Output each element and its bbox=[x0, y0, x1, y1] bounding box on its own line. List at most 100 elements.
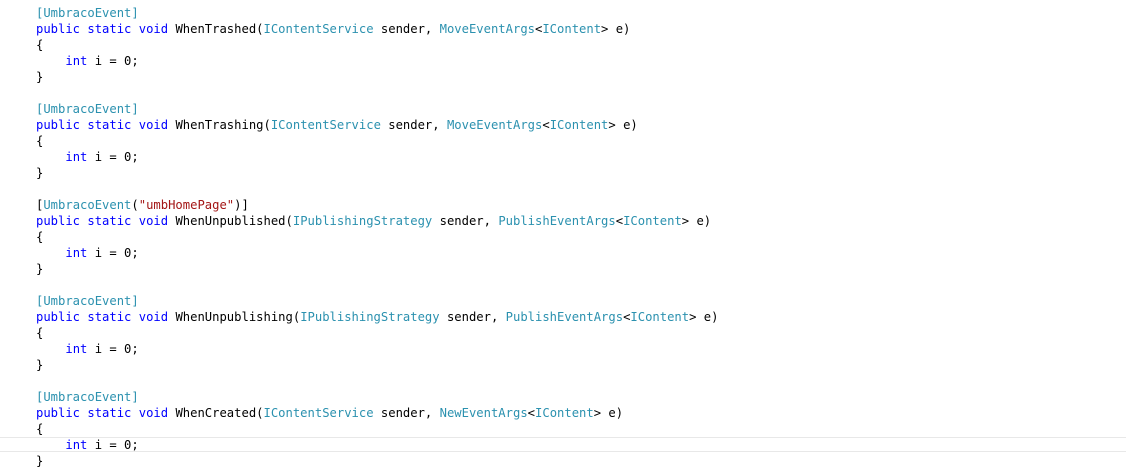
code-token: void bbox=[138, 310, 169, 324]
code-token: WhenCreated( bbox=[168, 406, 264, 420]
code-token: IContentService bbox=[270, 118, 381, 132]
code-token: } bbox=[36, 166, 44, 180]
code-token: [UmbracoEvent] bbox=[36, 390, 139, 404]
code-token: WhenUnpublished( bbox=[168, 214, 293, 228]
code-line[interactable]: public static void WhenCreated(IContentS… bbox=[36, 405, 623, 421]
code-token: int bbox=[65, 342, 88, 356]
code-token: { bbox=[36, 38, 44, 52]
code-token: < bbox=[542, 118, 550, 132]
code-token: > e) bbox=[608, 118, 638, 132]
code-token: i = 0; bbox=[87, 438, 139, 452]
code-token: int bbox=[65, 438, 88, 452]
code-line[interactable]: int i = 0; bbox=[36, 341, 139, 357]
code-token bbox=[131, 406, 138, 420]
current-line-highlight bbox=[0, 437, 1126, 452]
code-token: UmbracoEvent bbox=[43, 198, 132, 212]
code-token: [UmbracoEvent] bbox=[36, 294, 139, 308]
code-token: WhenTrashing( bbox=[168, 118, 271, 132]
code-token: int bbox=[65, 150, 88, 164]
code-token: > e) bbox=[601, 22, 631, 36]
code-token: [ bbox=[36, 198, 44, 212]
code-token: } bbox=[36, 358, 44, 372]
code-token bbox=[36, 150, 65, 164]
code-token bbox=[131, 118, 138, 132]
code-token: static bbox=[87, 310, 132, 324]
code-token: [UmbracoEvent] bbox=[36, 6, 139, 20]
code-token: int bbox=[65, 246, 88, 260]
code-token: WhenUnpublishing( bbox=[168, 310, 301, 324]
code-token: IContent bbox=[623, 214, 682, 228]
code-token: IPublishingStrategy bbox=[300, 310, 440, 324]
code-token: IContent bbox=[535, 406, 594, 420]
code-token: "umbHomePage" bbox=[138, 198, 235, 212]
code-token: PublishEventArgs bbox=[505, 310, 624, 324]
code-token: void bbox=[138, 118, 169, 132]
code-token: < bbox=[535, 22, 543, 36]
code-token bbox=[36, 246, 65, 260]
code-line[interactable]: [UmbracoEvent("umbHomePage")] bbox=[36, 197, 249, 213]
code-line[interactable]: } bbox=[36, 453, 43, 469]
code-line[interactable]: } bbox=[36, 261, 43, 277]
code-token: public bbox=[36, 118, 81, 132]
code-token bbox=[131, 22, 138, 36]
code-token: } bbox=[36, 70, 44, 84]
code-line[interactable]: int i = 0; bbox=[36, 149, 138, 165]
code-token: sender, bbox=[373, 22, 440, 36]
code-token: < bbox=[615, 214, 624, 228]
code-token: void bbox=[138, 406, 169, 420]
code-token: { bbox=[36, 134, 44, 148]
code-token: static bbox=[87, 214, 132, 228]
code-token: void bbox=[138, 214, 169, 228]
code-token: } bbox=[36, 262, 44, 276]
code-line[interactable]: public static void WhenTrashing(IContent… bbox=[36, 117, 638, 133]
code-token: WhenTrashed( bbox=[168, 22, 264, 36]
code-token: sender, bbox=[432, 214, 499, 228]
code-token: IPublishingStrategy bbox=[292, 214, 433, 228]
code-token: sender, bbox=[380, 118, 447, 132]
code-token: i = 0; bbox=[87, 246, 139, 260]
code-token: MoveEventArgs bbox=[446, 118, 543, 132]
code-line[interactable]: public static void WhenUnpublished(IPubl… bbox=[36, 213, 711, 229]
code-token: IContent bbox=[542, 22, 602, 36]
code-line[interactable]: int i = 0; bbox=[36, 437, 139, 453]
code-line[interactable]: { bbox=[36, 133, 43, 149]
code-token: < bbox=[623, 310, 631, 324]
code-token: public bbox=[36, 406, 81, 420]
code-token: sender, bbox=[373, 406, 440, 420]
code-token: i = 0; bbox=[87, 342, 139, 356]
code-token: } bbox=[36, 454, 44, 468]
code-token: void bbox=[138, 22, 169, 36]
code-token: static bbox=[87, 118, 132, 132]
code-line[interactable]: [UmbracoEvent] bbox=[36, 389, 139, 405]
code-token: int bbox=[65, 54, 88, 68]
code-line[interactable]: { bbox=[36, 421, 43, 437]
code-token: public bbox=[36, 214, 81, 228]
code-line[interactable]: public static void WhenTrashed(IContentS… bbox=[36, 21, 630, 37]
code-token bbox=[131, 310, 138, 324]
code-token: MoveEventArgs bbox=[439, 22, 535, 36]
code-token: public bbox=[36, 310, 81, 324]
code-token: IContent bbox=[549, 118, 609, 132]
code-line[interactable]: [UmbracoEvent] bbox=[36, 293, 139, 309]
code-line[interactable]: } bbox=[36, 357, 43, 373]
code-line[interactable]: public static void WhenUnpublishing(IPub… bbox=[36, 309, 718, 325]
code-token: static bbox=[87, 406, 132, 420]
code-line[interactable]: } bbox=[36, 165, 43, 181]
code-token bbox=[36, 342, 65, 356]
code-line[interactable]: [UmbracoEvent] bbox=[36, 101, 139, 117]
code-line[interactable]: } bbox=[36, 69, 43, 85]
code-line[interactable]: [UmbracoEvent] bbox=[36, 5, 139, 21]
code-token: { bbox=[36, 326, 44, 340]
code-token: i = 0; bbox=[87, 54, 139, 68]
code-line[interactable]: { bbox=[36, 37, 43, 53]
code-token bbox=[36, 438, 65, 452]
code-token: IContent bbox=[630, 310, 690, 324]
code-token: > e) bbox=[681, 214, 712, 228]
code-line[interactable]: { bbox=[36, 325, 43, 341]
code-line[interactable]: int i = 0; bbox=[36, 53, 139, 69]
code-line[interactable]: int i = 0; bbox=[36, 245, 139, 261]
code-token: { bbox=[36, 422, 44, 436]
code-token: public bbox=[36, 22, 81, 36]
code-line[interactable]: { bbox=[36, 229, 43, 245]
